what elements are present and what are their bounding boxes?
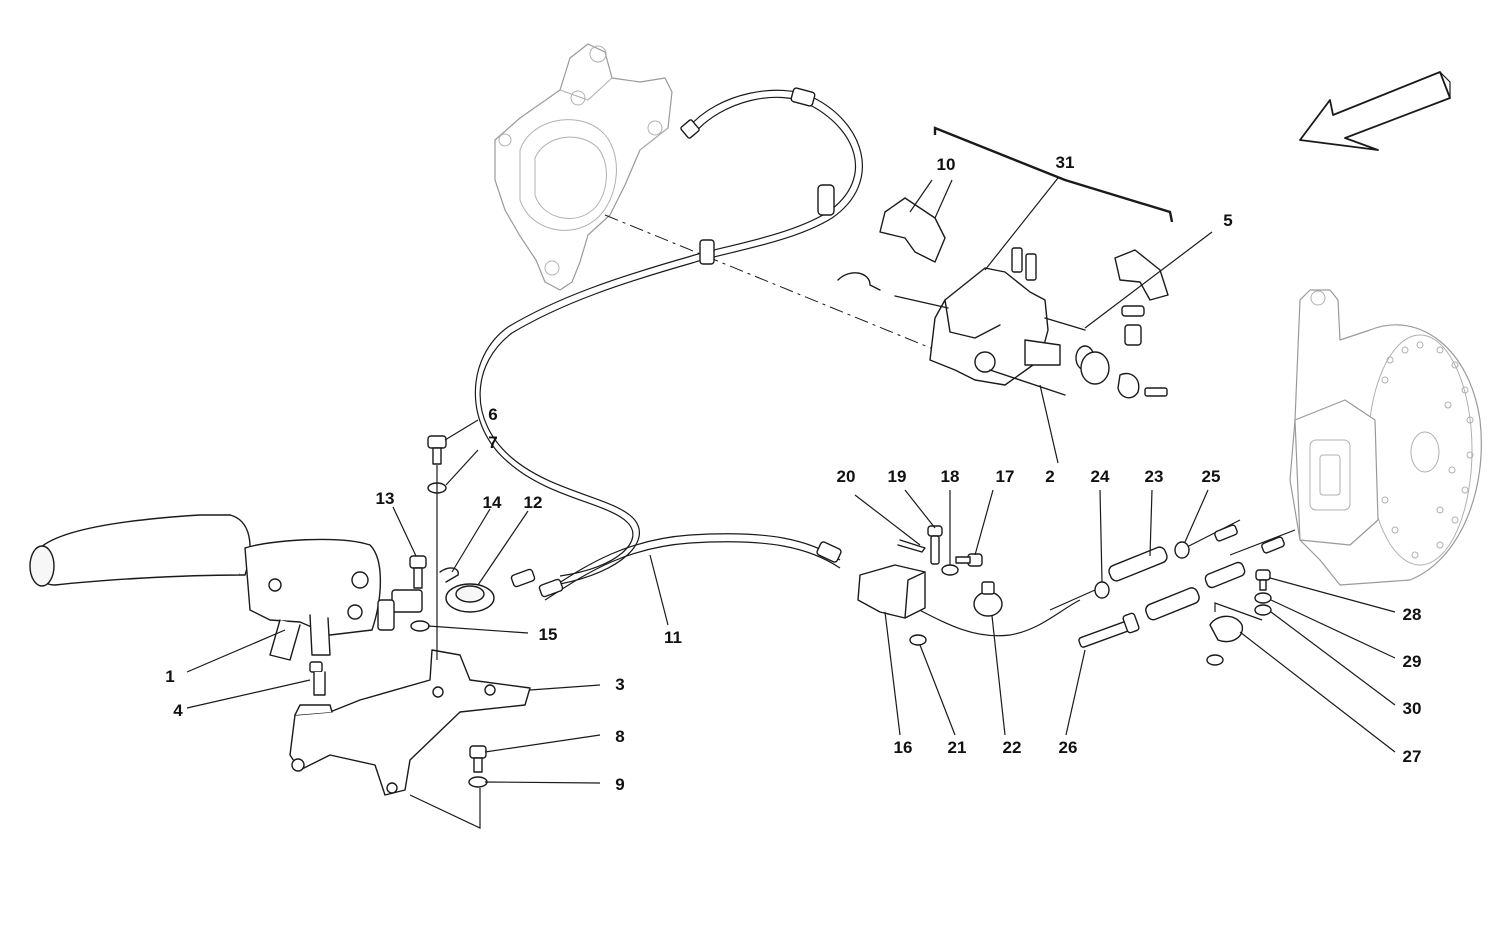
callout-14: 14 xyxy=(483,493,502,512)
assembly-31-brace xyxy=(933,126,1174,223)
hardware-9-washer xyxy=(468,776,488,788)
callout-25: 25 xyxy=(1202,467,1221,486)
callout-31: 31 xyxy=(1056,153,1075,172)
callout-28: 28 xyxy=(1403,605,1422,624)
hardware-4-bolt-clip xyxy=(309,661,326,696)
hardware-28-bolt xyxy=(1255,569,1271,591)
callout-labels: 1 4 3 8 9 6 7 13 14 12 15 11 10 31 5 2 2… xyxy=(165,153,1421,794)
callout-13: 13 xyxy=(376,489,395,508)
equalizer-bracket xyxy=(857,564,1003,619)
callout-22: 22 xyxy=(1003,738,1022,757)
callout-7: 7 xyxy=(488,433,497,452)
callout-17: 17 xyxy=(996,467,1015,486)
callout-12: 12 xyxy=(524,493,543,512)
callout-11: 11 xyxy=(664,628,682,647)
parking-brake-caliper-assembly xyxy=(894,247,1169,399)
callout-30: 30 xyxy=(1403,699,1422,718)
callout-9: 9 xyxy=(615,775,624,794)
callout-4: 4 xyxy=(173,701,183,720)
hardware-25-nut xyxy=(1174,541,1190,559)
callout-3: 3 xyxy=(615,675,624,694)
callout-18: 18 xyxy=(941,467,960,486)
rear-cable-run xyxy=(899,519,1296,637)
callout-26: 26 xyxy=(1059,738,1078,757)
callout-2: 2 xyxy=(1045,467,1054,486)
callout-8: 8 xyxy=(615,727,624,746)
callout-5: 5 xyxy=(1223,211,1232,230)
hardware-17-bolt xyxy=(955,553,983,567)
cable-clamp-27 xyxy=(1206,615,1244,666)
hardware-15-washer xyxy=(410,620,430,632)
front-direction-arrow-icon xyxy=(1299,71,1451,151)
hardware-19-pin xyxy=(927,525,943,565)
hardware-12-pulley xyxy=(445,583,495,613)
hardware-24-nut xyxy=(1094,581,1110,599)
callout-24: 24 xyxy=(1091,467,1110,486)
callout-19: 19 xyxy=(888,467,907,486)
hardware-29-washer xyxy=(1254,592,1272,604)
hardware-30-washer xyxy=(1254,604,1272,616)
callout-23: 23 xyxy=(1145,467,1164,486)
callout-6: 6 xyxy=(488,405,497,424)
upper-brake-cable xyxy=(474,87,863,585)
threaded-rod-26 xyxy=(1078,612,1140,648)
hardware-14-clip xyxy=(439,567,459,583)
hardware-21-washer xyxy=(909,634,927,646)
leader-lines xyxy=(186,177,1396,784)
callout-21: 21 xyxy=(948,738,967,757)
hand-brake-lever xyxy=(29,514,423,661)
brake-disc-caliper-ghost xyxy=(1289,289,1482,586)
wheel-hub-knuckle-ghost xyxy=(494,43,673,291)
bracket-9-leader xyxy=(409,788,481,829)
caliper-bracket-10 xyxy=(837,197,946,291)
callout-1: 1 xyxy=(165,667,174,686)
callout-16: 16 xyxy=(894,738,913,757)
hardware-18-washer xyxy=(941,564,959,576)
callout-15: 15 xyxy=(539,625,558,644)
adjuster-sleeve-right xyxy=(1145,561,1246,621)
clamp-axis-line xyxy=(1214,602,1263,621)
callout-29: 29 xyxy=(1403,652,1422,671)
hardware-13-bolt xyxy=(409,555,427,589)
lever-mounting-bracket xyxy=(289,649,531,796)
cable-end-right xyxy=(1214,524,1285,554)
hardware-6-bolt xyxy=(427,435,447,465)
adjuster-sleeve-23 xyxy=(1108,546,1168,582)
hardware-20-cotter xyxy=(897,539,926,553)
lower-brake-cable xyxy=(510,533,842,601)
callout-10: 10 xyxy=(937,155,956,174)
callout-27: 27 xyxy=(1403,747,1422,766)
hardware-8-bolt xyxy=(469,745,487,773)
callout-20: 20 xyxy=(837,467,856,486)
